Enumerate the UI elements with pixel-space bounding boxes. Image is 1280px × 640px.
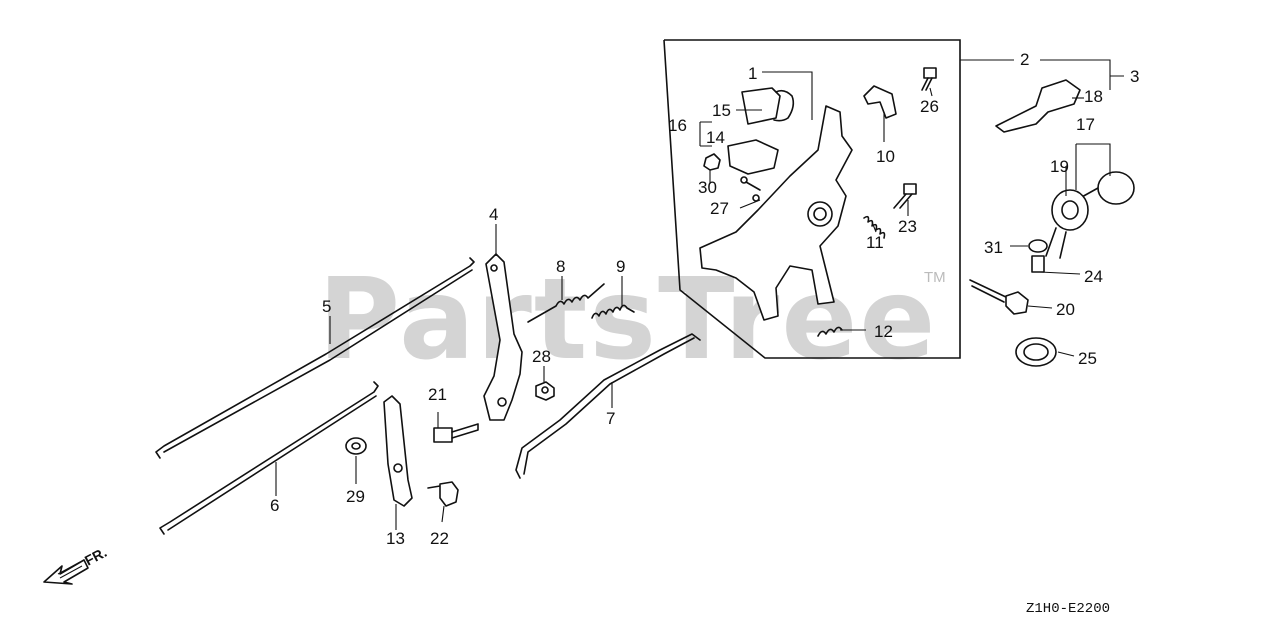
watermark-trademark: TM bbox=[924, 269, 946, 286]
part-5-rod[interactable] bbox=[155, 257, 475, 459]
callout-31[interactable]: 31 bbox=[984, 238, 1003, 257]
watermark-text: PartsTree bbox=[318, 255, 937, 385]
part-10-bracket[interactable] bbox=[863, 85, 897, 119]
callout-5[interactable]: 5 bbox=[322, 297, 331, 316]
callout-22[interactable]: 22 bbox=[430, 529, 449, 548]
part-29-washer[interactable] bbox=[345, 437, 367, 455]
part-12-spring[interactable] bbox=[817, 326, 843, 337]
callout-24[interactable]: 24 bbox=[1084, 267, 1103, 286]
part-31-washer[interactable] bbox=[1028, 239, 1048, 253]
part-6-rod[interactable] bbox=[159, 381, 379, 535]
part-26-screw[interactable] bbox=[921, 67, 937, 91]
front-direction-indicator: FR. bbox=[43, 544, 109, 585]
callout-8[interactable]: 8 bbox=[556, 257, 565, 276]
callout-13[interactable]: 13 bbox=[386, 529, 405, 548]
callout-14[interactable]: 14 bbox=[706, 128, 725, 147]
callout-21[interactable]: 21 bbox=[428, 385, 447, 404]
part-14-switch[interactable] bbox=[727, 139, 779, 175]
callout-28[interactable]: 28 bbox=[532, 347, 551, 366]
front-arrow-icon bbox=[43, 559, 89, 585]
callout-15[interactable]: 15 bbox=[712, 101, 731, 120]
callout-23[interactable]: 23 bbox=[898, 217, 917, 236]
part-28-nut[interactable] bbox=[535, 381, 555, 401]
part-20-bolt[interactable] bbox=[969, 279, 1029, 315]
part-4-lever[interactable] bbox=[483, 253, 523, 421]
part-9-spring[interactable] bbox=[591, 304, 635, 319]
part-13-plate[interactable] bbox=[383, 395, 413, 507]
callout-29[interactable]: 29 bbox=[346, 487, 365, 506]
callout-26[interactable]: 26 bbox=[920, 97, 939, 116]
part-22-bolt[interactable] bbox=[427, 481, 459, 507]
part-21-bolt[interactable] bbox=[433, 423, 479, 443]
part-11-spring[interactable] bbox=[863, 215, 886, 239]
callout-30[interactable]: 30 bbox=[698, 178, 717, 197]
callout-9[interactable]: 9 bbox=[616, 257, 625, 276]
callout-12[interactable]: 12 bbox=[874, 322, 893, 341]
callout-20[interactable]: 20 bbox=[1056, 300, 1075, 319]
callout-3[interactable]: 3 bbox=[1130, 67, 1139, 86]
part-18-bracket[interactable] bbox=[995, 79, 1081, 133]
part-30-nut[interactable] bbox=[703, 153, 721, 171]
callout-11[interactable]: 11 bbox=[866, 233, 884, 252]
callout-18[interactable]: 18 bbox=[1084, 87, 1103, 106]
callout-6[interactable]: 6 bbox=[270, 496, 279, 515]
leader-lines bbox=[275, 59, 1124, 530]
part-1-control-bracket[interactable] bbox=[699, 105, 853, 321]
part-23-screw[interactable] bbox=[893, 183, 917, 209]
callout-2[interactable]: 2 bbox=[1020, 50, 1029, 69]
callout-7[interactable]: 7 bbox=[606, 409, 615, 428]
part-24-screw[interactable] bbox=[1031, 255, 1045, 273]
part-27-screw[interactable] bbox=[740, 176, 761, 191]
part-25-clamp[interactable] bbox=[1015, 337, 1057, 367]
callout-27[interactable]: 27 bbox=[710, 199, 729, 218]
callout-16[interactable]: 16 bbox=[668, 116, 687, 135]
part-17-switch-assembly[interactable] bbox=[1045, 171, 1135, 259]
callout-labels: 1 2 3 4 5 6 7 8 9 10 11 12 13 14 15 16 1… bbox=[270, 50, 1139, 548]
callout-25[interactable]: 25 bbox=[1078, 349, 1097, 368]
callout-17[interactable]: 17 bbox=[1076, 115, 1095, 134]
part-15-knob[interactable] bbox=[741, 87, 795, 125]
callout-10[interactable]: 10 bbox=[876, 147, 895, 166]
diagram-code: Z1H0-E2200 bbox=[1026, 601, 1110, 617]
part-8-spring[interactable] bbox=[527, 283, 605, 323]
callout-19[interactable]: 19 bbox=[1050, 157, 1069, 176]
callout-4[interactable]: 4 bbox=[489, 205, 498, 224]
assembly-frame bbox=[663, 39, 961, 359]
part-7-rod[interactable] bbox=[515, 333, 701, 479]
callout-1[interactable]: 1 bbox=[748, 64, 757, 83]
